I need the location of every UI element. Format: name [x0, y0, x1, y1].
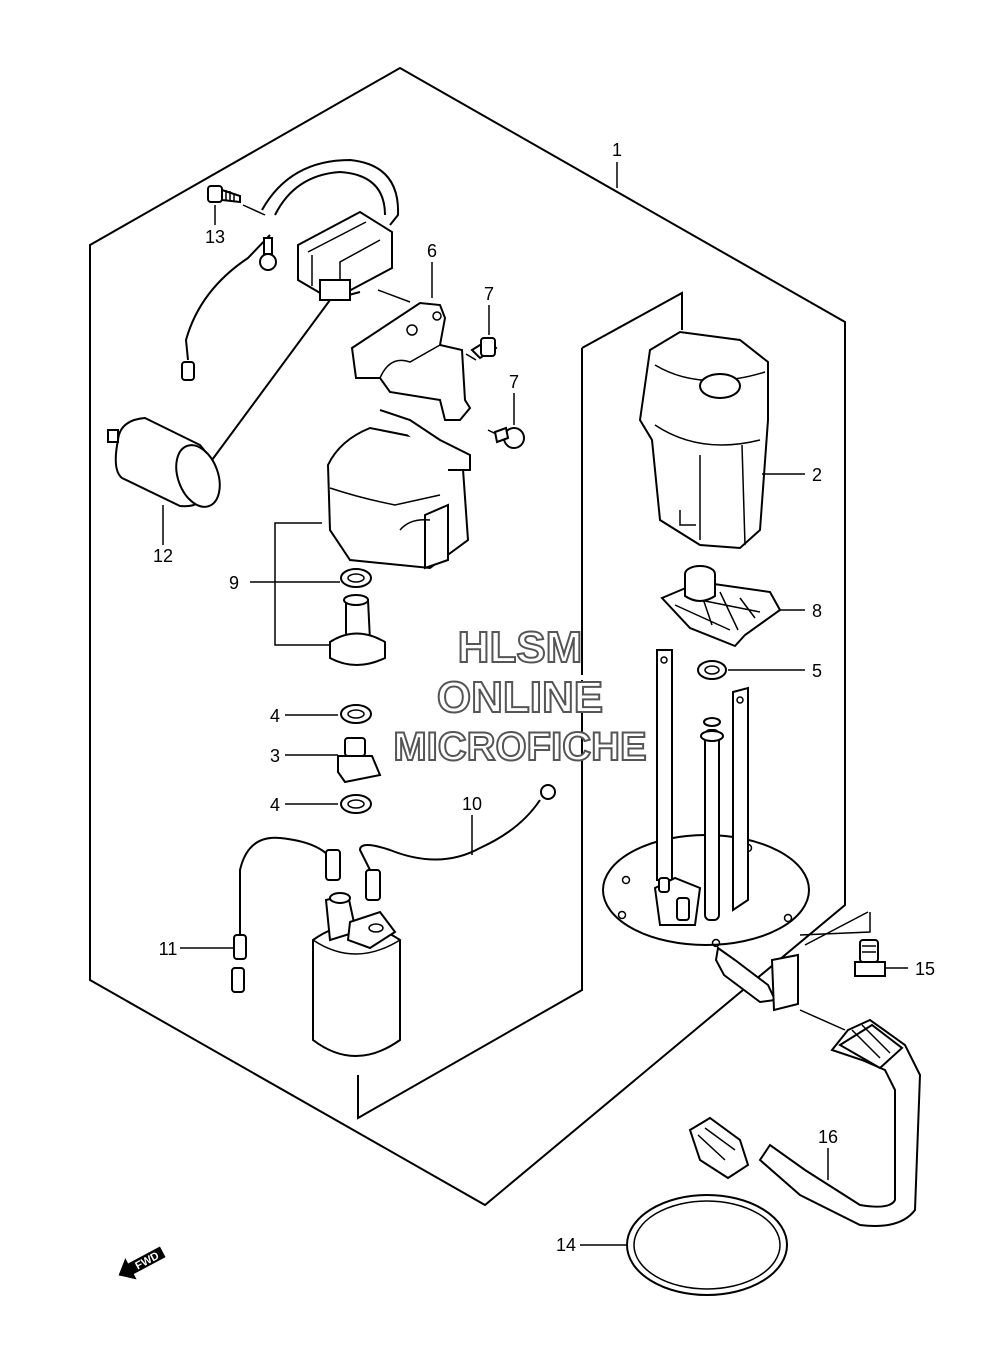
callout-16: 16 — [818, 1127, 838, 1147]
terminal-ring — [259, 237, 277, 271]
leader-13b — [242, 204, 266, 216]
callout-5: 5 — [812, 661, 822, 681]
bracket-6 — [350, 301, 472, 421]
o-ring-4b — [340, 794, 372, 814]
fuel-tube — [700, 717, 724, 921]
rail-left — [656, 649, 673, 881]
o-ring-14 — [626, 1194, 788, 1296]
leader-15 — [799, 912, 908, 969]
callout-14: 14 — [556, 1235, 576, 1255]
callout-11: 11 — [159, 939, 178, 959]
callout-13: 13 — [205, 227, 225, 247]
callout-7a: 7 — [484, 284, 494, 304]
check-valve-3 — [337, 737, 382, 784]
callout-9: 9 — [229, 573, 239, 593]
watermark-line3: MICROFICHE — [393, 725, 646, 769]
wire-10 — [358, 799, 541, 881]
callout-15: 15 — [915, 959, 935, 979]
wire-10-ring — [540, 784, 556, 800]
callout-4a: 4 — [270, 706, 280, 726]
filter-8 — [660, 565, 782, 648]
leader-pipe — [799, 1009, 846, 1031]
terminal-plug — [181, 361, 195, 381]
watermark-line1: HLSM — [458, 623, 583, 672]
pump-cup-2 — [638, 330, 769, 550]
sender-unit — [297, 210, 393, 302]
float-12 — [107, 416, 221, 508]
callout-12: 12 — [153, 546, 173, 566]
fuel-hose-16 — [688, 1018, 922, 1227]
callout-2: 2 — [812, 465, 822, 485]
wire-11-conn — [325, 849, 341, 881]
callout-10: 10 — [462, 794, 482, 814]
wire-11-plug — [233, 934, 247, 960]
wire-11-plug2 — [231, 967, 245, 993]
rail-right — [732, 686, 749, 912]
wire-12c — [274, 170, 386, 216]
screw-7a — [465, 337, 498, 361]
screw-7b — [487, 426, 525, 449]
outlet-pipe — [714, 946, 799, 1012]
wire-11 — [239, 836, 333, 940]
wire-12b — [261, 158, 400, 226]
flange-connector — [653, 876, 702, 926]
lower-subframe — [357, 680, 583, 1120]
pump-subframe — [581, 291, 683, 675]
bolt-13 — [207, 185, 241, 204]
callout-4b: 4 — [270, 795, 280, 815]
o-ring-9 — [340, 568, 372, 588]
watermark-line2: ONLINE — [437, 673, 603, 722]
o-ring-5 — [697, 660, 727, 680]
wire-12a — [184, 234, 271, 361]
callout-7b: 7 — [509, 372, 519, 392]
o-ring-4a — [340, 704, 372, 724]
float-arm — [211, 291, 361, 461]
regulator-valve-9 — [329, 594, 386, 666]
callout-6: 6 — [427, 241, 437, 261]
callout-3: 3 — [270, 746, 280, 766]
callout-8: 8 — [812, 601, 822, 621]
bolt-15 — [854, 939, 886, 977]
bracket-9 — [250, 522, 340, 646]
assembly-outline — [89, 66, 846, 1207]
wire-10-conn — [365, 869, 381, 901]
fwd-arrow-icon: FWD — [118, 1246, 166, 1280]
fuel-pump-11 — [312, 892, 401, 1057]
fwd-label: FWD — [133, 1250, 161, 1272]
callout-1: 1 — [612, 140, 622, 160]
leader-unit — [377, 289, 411, 303]
regulator-housing-9 — [326, 409, 471, 570]
leader-flange — [804, 911, 869, 946]
